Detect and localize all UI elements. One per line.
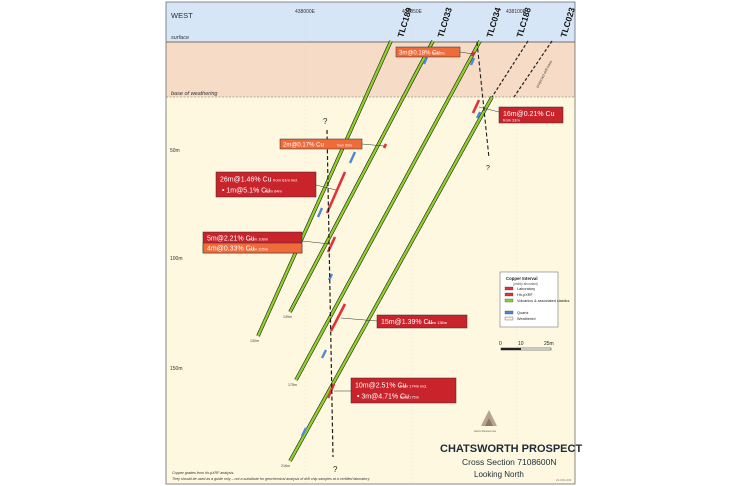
view-direction: Looking North [474, 470, 524, 479]
scale-tick: 25m [544, 341, 554, 347]
drill-trace-tlc189-fill [256, 40, 393, 337]
legend: Copper Interval (visibly abundant) Labor… [499, 271, 569, 328]
legend-label: Laboratory [517, 287, 535, 291]
intercept-callout: 5m@2.21% Cu from 108m 4m@0.33% Cu from 1… [202, 231, 331, 254]
drill-trace-tlc033-fill [288, 40, 435, 313]
reference-code: 21-001-034 [556, 478, 572, 482]
intercept-line2: 4m@0.33% Cu [207, 246, 255, 253]
intercept-main: 16m@0.21% Cu [503, 111, 555, 118]
legend-label: Weathered [517, 317, 536, 321]
copper-interval [326, 383, 336, 399]
quartz-interval [422, 56, 429, 65]
quartz-interval [348, 151, 357, 164]
end-depth-label: 175m [288, 383, 297, 387]
quartz-interval [327, 273, 334, 281]
copper-interval [329, 303, 347, 332]
company-logo: Aeris Resources [474, 410, 497, 433]
title: CHATSWORTH PROSPECT [440, 443, 582, 455]
drill-trace-tlc188-projected [491, 40, 529, 98]
intercept-from: from 105m [249, 247, 269, 252]
intercept-callout: 15m@1.39% Cu from 136m [340, 314, 468, 329]
easting-label: 438100E [506, 9, 527, 15]
intercept-from: from 108m [249, 237, 269, 242]
end-depth-label: 130m [250, 339, 259, 343]
copper-interval [471, 99, 481, 114]
quartz-interval [300, 427, 308, 437]
depth-label: 100m [170, 256, 183, 262]
intercept-from: from 175m [400, 395, 420, 400]
intercept-from: from 61m incl. [273, 178, 298, 183]
intercept-callout: 26m@1.46% Cu from 61m incl. • 1m@5.1% Cu… [215, 171, 337, 198]
intercept-callout: 3m@0.18% Cu from 5m [395, 46, 474, 58]
intercept-from: from 136m [428, 320, 448, 325]
intercept-main: 15m@1.39% Cu [381, 319, 433, 326]
legend-swatch [504, 286, 514, 291]
quartz-interval [320, 349, 328, 359]
legend-swatch [504, 292, 514, 297]
intercept-from: from 5m [432, 52, 445, 56]
frame [165, 1, 576, 485]
copper-interval [325, 171, 347, 214]
subtitle: Cross Section 7108600N [462, 457, 557, 467]
intercept-from: from 53m [337, 144, 352, 148]
legend-subtitle: (visibly abundant) [513, 282, 538, 286]
depth-label: 150m [170, 366, 183, 372]
drill-trace-tlc034-fill [294, 40, 482, 381]
intercept-callout: 2m@0.17% Cu from 53m [279, 138, 385, 150]
quartz-interval [469, 57, 476, 66]
copper-intervals [325, 51, 481, 399]
legend-swatch [504, 316, 514, 321]
intercept-main: 5m@2.21% Cu [207, 236, 255, 243]
depth-label: 50m [170, 148, 180, 154]
legend-label: Quartz [517, 311, 528, 315]
easting-label: 438050E [402, 9, 423, 15]
intercept-main: 10m@2.51% Cu [355, 383, 407, 390]
quartz-interval [316, 207, 324, 218]
drill-trace-tlc188-fill [288, 96, 494, 462]
intercept-from: from 84m [265, 189, 283, 194]
scale-bar: 0 10 25m [499, 341, 554, 351]
end-depth-label: 216m [281, 464, 290, 468]
drill-holes [256, 40, 553, 462]
copper-interval [382, 143, 388, 149]
end-depth-label: 139m [283, 315, 292, 319]
quartz-interval [475, 111, 482, 119]
intercept-main: 26m@1.46% Cu [220, 177, 272, 184]
base-of-weathering-label: base of weathering [171, 91, 218, 97]
footnote: They should be used as a guide only – no… [172, 477, 370, 481]
intercept-incl: • 1m@5.1% Cu [222, 188, 270, 195]
legend-swatch [504, 310, 514, 315]
intercept-from: from 31m [503, 118, 521, 123]
direction-label: WEST [171, 11, 193, 20]
question-mark: ? [486, 165, 490, 172]
legend-label: Volcanics & associated clastics [517, 299, 569, 303]
intercept-callout: 16m@0.21% Cu from 31m [478, 106, 564, 124]
legend-label: Hh-pXRF [517, 293, 534, 297]
intercept-from: from 174m incl. [400, 384, 427, 389]
intercept-main: 2m@0.17% Cu [283, 143, 324, 149]
quartz-intervals [300, 56, 482, 437]
intercept-callout: 10m@2.51% Cu from 174m incl. • 3m@4.71% … [334, 377, 457, 404]
question-mark: ? [323, 117, 328, 126]
logo-text: Aeris Resources [474, 429, 497, 433]
surface-label: surface [171, 35, 189, 41]
scale-tick: 10 [518, 341, 524, 347]
question-mark: ? [333, 465, 338, 474]
legend-swatch [504, 298, 514, 303]
drill-trace-tlc023-projected [513, 40, 553, 98]
scale-tick: 0 [499, 341, 502, 347]
footnote: Copper grades from hh-pXRF analysis. [172, 471, 234, 475]
projected-drill-trace [326, 129, 334, 458]
intercept-incl: • 3m@4.71% Cu [357, 394, 409, 401]
legend-title: Copper Interval [506, 276, 538, 281]
sky-zone [166, 2, 575, 42]
easting-label: 438000E [295, 9, 316, 15]
intercept-main: 3m@0.18% Cu [399, 51, 440, 57]
